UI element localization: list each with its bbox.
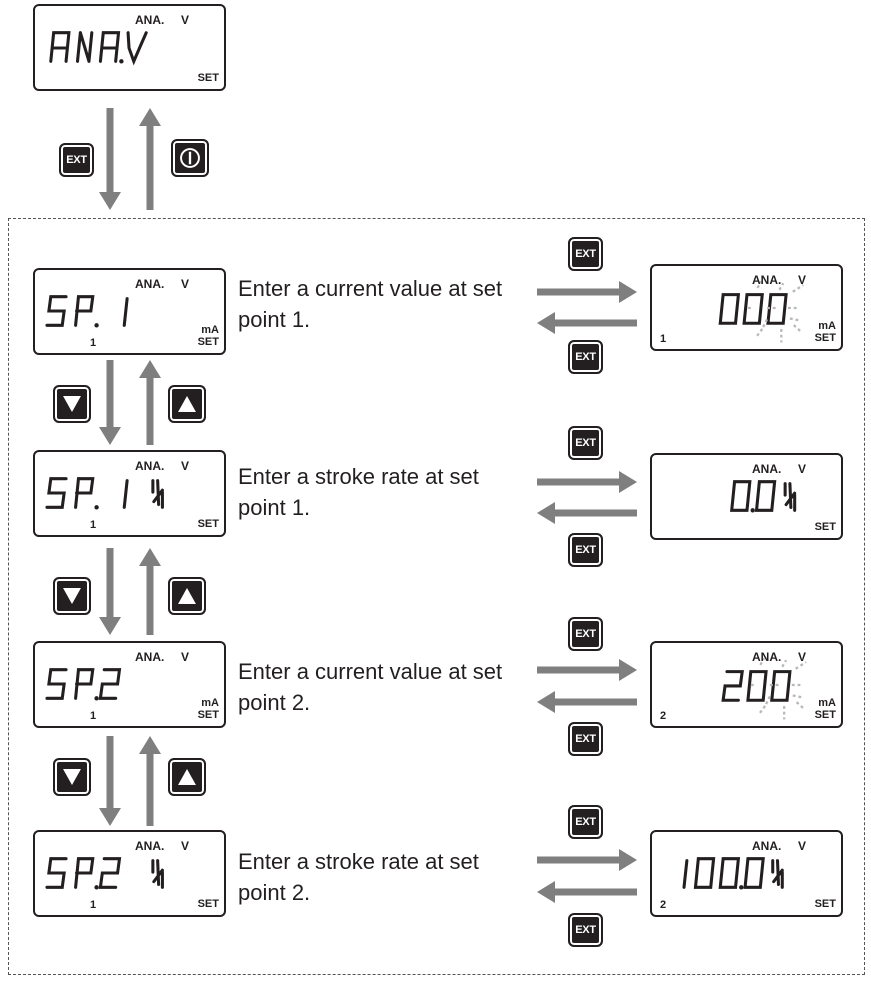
ext-key-icon[interactable]: EXT bbox=[568, 237, 603, 271]
set-indicator: SET bbox=[814, 521, 836, 533]
ext-key-icon[interactable]: EXT bbox=[568, 913, 603, 947]
segment-text-sp1 bbox=[45, 295, 129, 328]
set-point-indicator: 1 bbox=[90, 899, 97, 911]
v-indicator: V bbox=[798, 650, 807, 664]
sp2-stroke-display: ANA. V SET 1 bbox=[33, 830, 226, 917]
up-triangle-key-icon[interactable] bbox=[168, 758, 206, 796]
ext-key-icon[interactable]: EXT bbox=[59, 143, 94, 177]
up-arrow bbox=[139, 108, 161, 210]
ana-indicator: ANA. bbox=[135, 13, 165, 27]
segment-text-0-0-percent bbox=[730, 480, 797, 513]
set-point-indicator: 1 bbox=[90, 710, 97, 722]
ext-key-icon[interactable]: EXT bbox=[568, 617, 603, 651]
ana-indicator: ANA. bbox=[752, 273, 782, 287]
step-description: Enter a current value at set point 2. bbox=[238, 659, 503, 715]
power-key-icon[interactable] bbox=[171, 139, 209, 177]
down-triangle-key-icon[interactable] bbox=[53, 385, 91, 423]
set-point-indicator: 1 bbox=[660, 333, 667, 345]
segment-text-100-0-percent bbox=[682, 857, 784, 890]
ext-key-label: EXT bbox=[575, 628, 596, 640]
segment-text-000-blinking bbox=[718, 280, 804, 343]
down-triangle-key-icon[interactable] bbox=[53, 758, 91, 796]
step-description: Enter a stroke rate at set point 2. bbox=[238, 849, 479, 905]
v-indicator: V bbox=[798, 839, 807, 853]
down-arrow bbox=[99, 108, 121, 210]
v-indicator: V bbox=[181, 650, 190, 664]
v-indicator: V bbox=[181, 839, 190, 853]
sp1-current-display: ANA. V mA SET 1 bbox=[33, 268, 226, 355]
ext-key-label: EXT bbox=[575, 544, 596, 556]
ext-key-icon[interactable]: EXT bbox=[568, 426, 603, 460]
segment-text-anav bbox=[49, 31, 148, 66]
set-point-indicator: 1 bbox=[90, 337, 97, 349]
ext-key-label: EXT bbox=[575, 733, 596, 745]
ana-indicator: ANA. bbox=[135, 277, 165, 291]
up-triangle-key-icon[interactable] bbox=[168, 385, 206, 423]
v-indicator: V bbox=[181, 459, 190, 473]
segment-text-200-blinking bbox=[721, 657, 807, 720]
sp1-current-value-display: ANA. V mA SET 1 bbox=[650, 264, 843, 351]
segment-text-sp1-percent bbox=[45, 477, 164, 510]
set-indicator: SET bbox=[197, 518, 219, 530]
ext-key-icon[interactable]: EXT bbox=[568, 533, 603, 567]
sp1-stroke-value-display: ANA. V SET bbox=[650, 453, 843, 540]
ext-key-label: EXT bbox=[66, 154, 87, 166]
v-indicator: V bbox=[181, 277, 190, 291]
segment-text-sp2-percent bbox=[45, 857, 164, 890]
v-indicator: V bbox=[798, 273, 807, 287]
sp1-stroke-display: ANA. V SET 1 bbox=[33, 450, 226, 537]
ma-indicator: mA bbox=[201, 697, 219, 709]
set-indicator: SET bbox=[814, 709, 836, 721]
ext-key-label: EXT bbox=[575, 248, 596, 260]
ana-indicator: ANA. bbox=[752, 650, 782, 664]
sp2-current-display: ANA. V mA SET 1 bbox=[33, 641, 226, 728]
ext-key-label: EXT bbox=[575, 924, 596, 936]
ana-indicator: ANA. bbox=[752, 462, 782, 476]
set-indicator: SET bbox=[814, 332, 836, 344]
segment-text-sp2 bbox=[45, 668, 122, 701]
ma-indicator: mA bbox=[818, 697, 836, 709]
set-indicator: SET bbox=[197, 709, 219, 721]
settings-frame bbox=[8, 218, 865, 975]
v-indicator: V bbox=[181, 13, 190, 27]
set-point-indicator: 2 bbox=[660, 899, 667, 911]
ext-key-icon[interactable]: EXT bbox=[568, 340, 603, 374]
ext-key-label: EXT bbox=[575, 351, 596, 363]
set-indicator: SET bbox=[197, 72, 219, 84]
set-indicator: SET bbox=[197, 336, 219, 348]
step-description: Enter a stroke rate at set point 1. bbox=[238, 464, 479, 520]
ext-key-label: EXT bbox=[575, 437, 596, 449]
set-indicator: SET bbox=[197, 898, 219, 910]
set-point-indicator: 1 bbox=[90, 519, 97, 531]
ana-indicator: ANA. bbox=[135, 839, 165, 853]
down-triangle-key-icon[interactable] bbox=[53, 577, 91, 615]
ext-key-icon[interactable]: EXT bbox=[568, 722, 603, 756]
sp2-stroke-value-display: ANA. V SET 2 bbox=[650, 830, 843, 917]
ext-key-label: EXT bbox=[575, 816, 596, 828]
ana-indicator: ANA. bbox=[752, 839, 782, 853]
ma-indicator: mA bbox=[818, 320, 836, 332]
top-display: ANA. V SET bbox=[33, 4, 226, 91]
set-indicator: SET bbox=[814, 898, 836, 910]
set-point-indicator: 2 bbox=[660, 710, 667, 722]
sp2-current-value-display: ANA. V mA SET 2 bbox=[650, 641, 843, 728]
ma-indicator: mA bbox=[201, 324, 219, 336]
ana-indicator: ANA. bbox=[135, 459, 165, 473]
ana-indicator: ANA. bbox=[135, 650, 165, 664]
step-description: Enter a current value at set point 1. bbox=[238, 276, 503, 332]
up-triangle-key-icon[interactable] bbox=[168, 577, 206, 615]
v-indicator: V bbox=[798, 462, 807, 476]
ext-key-icon[interactable]: EXT bbox=[568, 805, 603, 839]
